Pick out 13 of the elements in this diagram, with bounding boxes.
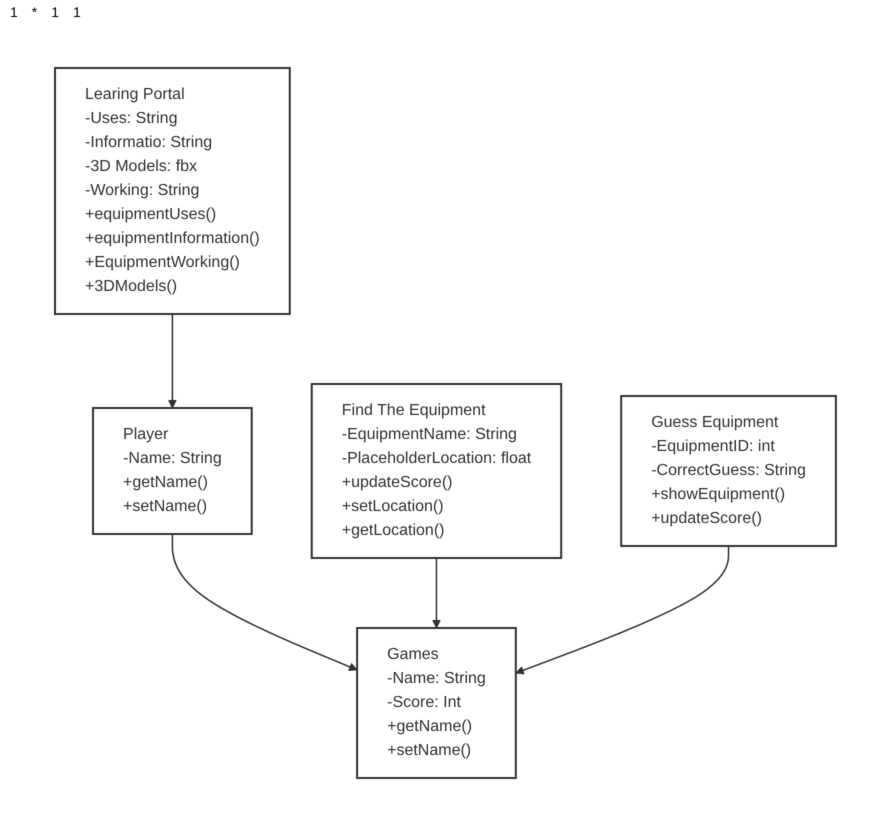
arrow (432, 558, 441, 628)
node-box: Player -Name: String +getName() +setName() (92, 406, 253, 534)
node-box: Games -Name: String -Score: Int +getName() +setName() (356, 626, 517, 778)
multiplicity-label: 1 (51, 4, 60, 20)
multiplicity-label: 1 (10, 4, 18, 20)
arrow (515, 546, 730, 674)
multiplicity-label: 1 (73, 4, 81, 20)
multiplicity-label: * (32, 4, 38, 20)
node-box: Learing Portal -Uses: String -Informatio: String -3D Models: fbx -Working: String +equipmentUses() +equipmentInformation() +EquipmentWorking() +3DModels() (54, 66, 291, 314)
node-box: Guess Equipment -EquipmentID: int -CorrectGuess: String +showEquipment() +updateScore() (620, 394, 837, 546)
node-box: Find The Equipment -EquipmentName: String -PlaceholderLocation: float +updateScore() +setLocation() +getLocation() (310, 382, 562, 558)
arrow (172, 534, 358, 670)
arrow (168, 314, 177, 408)
